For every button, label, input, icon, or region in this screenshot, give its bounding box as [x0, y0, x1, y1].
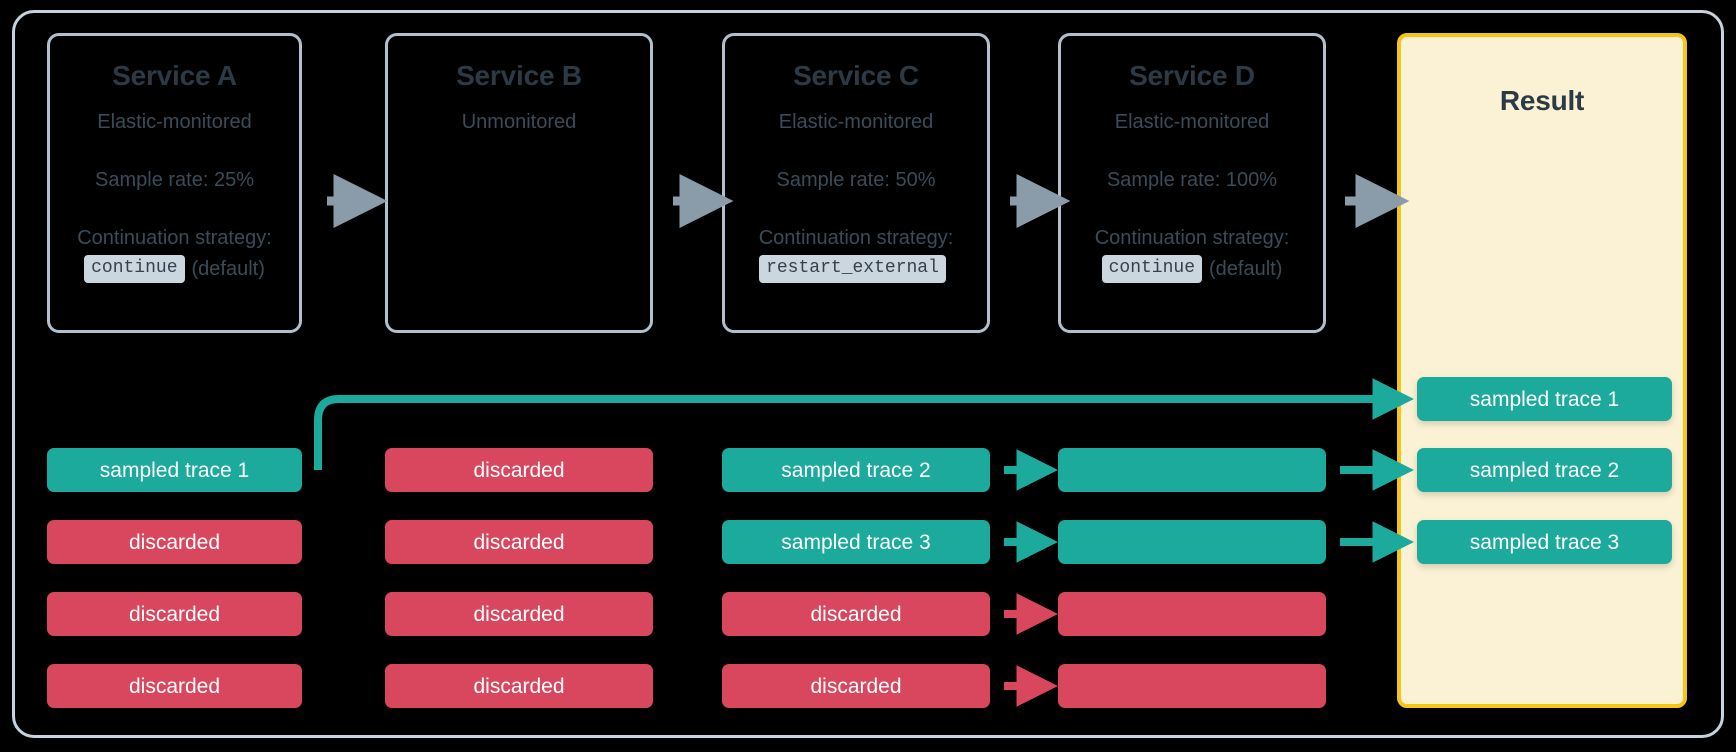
service-card-c: Service C Elastic-monitored Sample rate:…: [722, 33, 990, 333]
service-card-b: Service B Unmonitored: [385, 33, 653, 333]
trace-box: discarded: [385, 448, 653, 492]
trace-box: [1058, 520, 1326, 564]
service-card-d: Service D Elastic-monitored Sample rate:…: [1058, 33, 1326, 333]
service-sample-rate: Sample rate: 50%: [776, 169, 936, 192]
trace-box: discarded: [47, 664, 302, 708]
result-trace-box: sampled trace 3: [1417, 520, 1672, 564]
service-strategy-label: Continuation strategy:: [1094, 227, 1290, 250]
service-monitoring: Elastic-monitored: [778, 111, 934, 134]
result-title: Result: [1499, 85, 1585, 116]
trace-box: discarded: [385, 520, 653, 564]
trace-box: discarded: [47, 520, 302, 564]
service-title: Service B: [456, 60, 582, 91]
trace-box: discarded: [385, 664, 653, 708]
result-trace-box: sampled trace 1: [1417, 377, 1672, 421]
strategy-code-badge: continue: [1101, 255, 1203, 283]
result-panel: Result: [1397, 33, 1687, 708]
service-strategy-row: continue (default): [1061, 255, 1323, 283]
service-monitoring: Elastic-monitored: [1114, 111, 1270, 134]
trace-box: [1058, 448, 1326, 492]
strategy-code-badge: restart_external: [759, 255, 946, 283]
service-card-a: Service A Elastic-monitored Sample rate:…: [47, 33, 302, 333]
strategy-default-note: (default): [191, 257, 265, 280]
service-monitoring: Unmonitored: [461, 111, 577, 134]
service-sample-rate: Sample rate: 100%: [1106, 169, 1278, 192]
service-strategy-label: Continuation strategy:: [758, 227, 954, 250]
service-strategy-label: Continuation strategy:: [77, 227, 272, 250]
trace-box: sampled trace 2: [722, 448, 990, 492]
trace-box: sampled trace 3: [722, 520, 990, 564]
result-trace-box: sampled trace 2: [1417, 448, 1672, 492]
trace-box: [1058, 592, 1326, 636]
trace-box: discarded: [722, 592, 990, 636]
service-title: Service C: [793, 60, 919, 91]
service-strategy-row: continue (default): [50, 255, 299, 283]
trace-box: [1058, 664, 1326, 708]
trace-box: discarded: [722, 664, 990, 708]
service-title: Service A: [112, 60, 237, 91]
service-monitoring: Elastic-monitored: [97, 111, 252, 134]
strategy-code-badge: continue: [84, 255, 185, 283]
service-sample-rate: Sample rate: 25%: [95, 169, 254, 192]
strategy-default-note: (default): [1209, 257, 1283, 280]
trace-box: discarded: [385, 592, 653, 636]
trace-box: sampled trace 1: [47, 448, 302, 492]
service-title: Service D: [1129, 60, 1255, 91]
trace-box: discarded: [47, 592, 302, 636]
service-strategy-row: restart_external: [725, 255, 987, 283]
